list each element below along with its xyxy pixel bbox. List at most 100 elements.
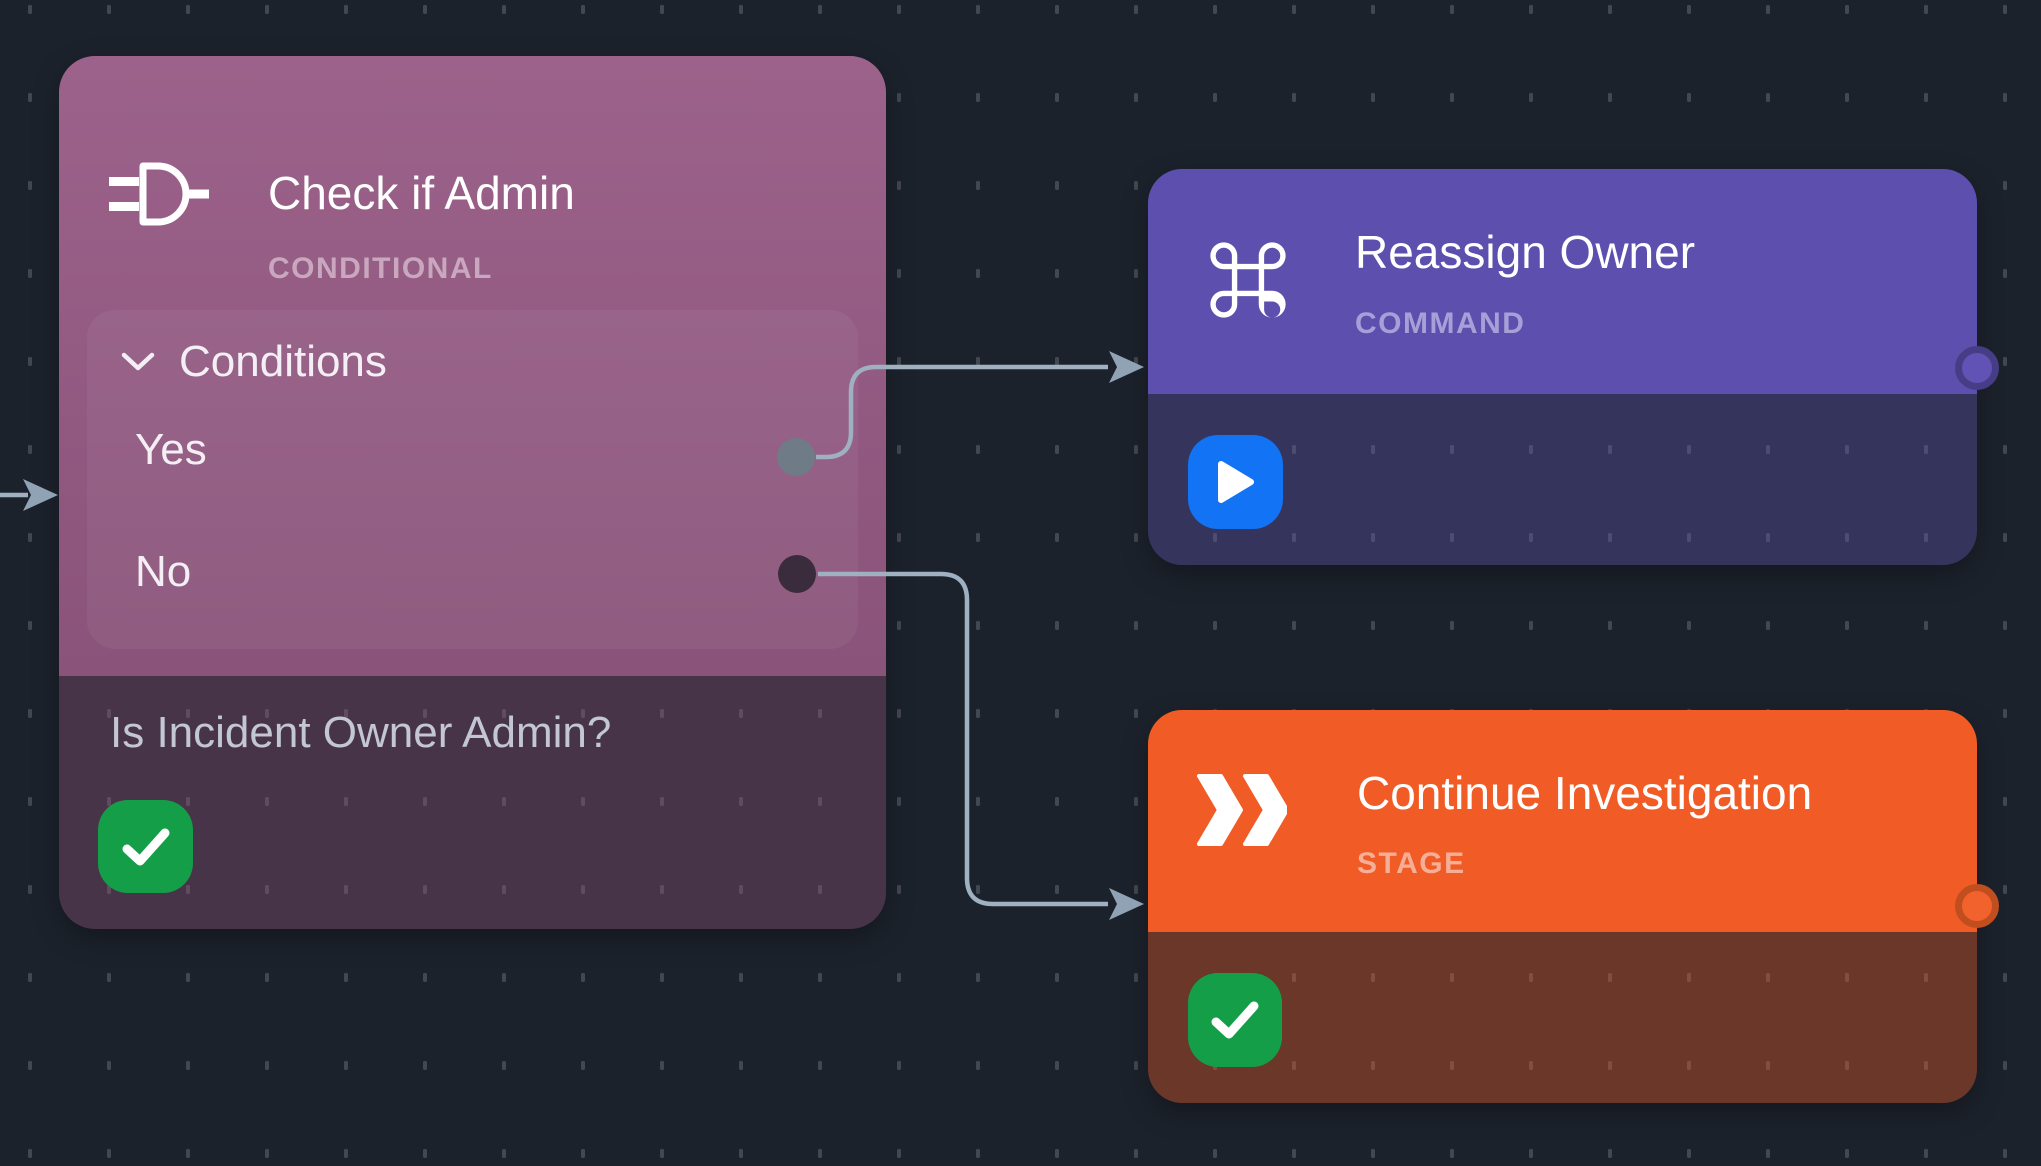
grid-dot	[1687, 445, 1691, 454]
grid-dot	[107, 1061, 111, 1070]
node-command[interactable]: Reassign Owner COMMAND	[1148, 169, 1977, 565]
grid-dot	[1055, 445, 1059, 454]
condition-option-yes[interactable]: Yes	[135, 425, 207, 474]
grid-dot	[2003, 709, 2007, 718]
node-title: Check if Admin	[268, 167, 575, 219]
grid-dot	[1292, 1061, 1296, 1070]
condition-option-no[interactable]: No	[135, 547, 192, 596]
node-description: Is Incident Owner Admin?	[110, 708, 612, 757]
grid-dot	[1450, 5, 1454, 14]
grid-dot	[976, 5, 980, 14]
grid-dot	[1213, 93, 1217, 102]
edge-no-arrowhead-icon	[1109, 888, 1144, 920]
grid-dot	[2003, 1061, 2007, 1070]
grid-dot	[1055, 885, 1059, 894]
command-header	[1148, 169, 1977, 394]
grid-dot	[897, 533, 901, 542]
grid-dot	[28, 357, 32, 366]
output-port-yes[interactable]	[777, 438, 815, 476]
grid-dot	[107, 1149, 111, 1158]
grid-dot	[502, 5, 506, 14]
grid-dot	[1213, 533, 1217, 542]
status-success-button[interactable]	[1188, 973, 1282, 1067]
status-success-button[interactable]	[98, 800, 193, 893]
conditional-footer	[59, 676, 886, 929]
grid-dot	[739, 973, 743, 982]
grid-dot	[28, 5, 32, 14]
grid-dot	[660, 885, 664, 894]
grid-dot	[2003, 1149, 2007, 1158]
grid-dot	[660, 973, 664, 982]
grid-dot	[1055, 621, 1059, 630]
grid-dot	[1371, 445, 1375, 454]
edge-yes-arrowhead-icon	[1109, 351, 1144, 383]
grid-dot	[739, 1149, 743, 1158]
grid-dot	[265, 797, 269, 806]
grid-dot	[1134, 445, 1138, 454]
node-conditional[interactable]: Check if Admin CONDITIONAL Conditions Ye…	[59, 56, 886, 929]
grid-dot	[1450, 1061, 1454, 1070]
grid-dot	[28, 797, 32, 806]
grid-dot	[1687, 533, 1691, 542]
grid-dot	[2003, 357, 2007, 366]
grid-dot	[739, 797, 743, 806]
grid-dot	[1529, 1149, 1533, 1158]
grid-dot	[897, 1061, 901, 1070]
grid-dot	[1213, 5, 1217, 14]
grid-dot	[818, 1061, 822, 1070]
grid-dot	[1766, 533, 1770, 542]
grid-dot	[1845, 533, 1849, 542]
grid-dot	[1687, 621, 1691, 630]
grid-dot	[1529, 1061, 1533, 1070]
grid-dot	[818, 973, 822, 982]
grid-dot	[1134, 93, 1138, 102]
grid-dot	[28, 181, 32, 190]
grid-dot	[186, 885, 190, 894]
stage-output-port[interactable]	[1955, 884, 1999, 928]
grid-dot	[976, 181, 980, 190]
grid-dot	[1055, 533, 1059, 542]
grid-dot	[1608, 973, 1612, 982]
grid-dot	[186, 797, 190, 806]
node-stage[interactable]: Continue Investigation STAGE	[1148, 710, 1977, 1103]
grid-dot	[265, 1061, 269, 1070]
grid-dot	[1134, 885, 1138, 894]
stage-body	[1148, 932, 1977, 1103]
grid-dot	[107, 5, 111, 14]
grid-dot	[1292, 1149, 1296, 1158]
grid-dot	[28, 269, 32, 278]
grid-dot	[1766, 1061, 1770, 1070]
grid-dot	[502, 1149, 506, 1158]
grid-dot	[423, 973, 427, 982]
command-icon	[1210, 242, 1286, 318]
grid-dot	[1845, 93, 1849, 102]
grid-dot	[344, 797, 348, 806]
conditions-collapse-toggle[interactable]: Conditions	[87, 334, 387, 390]
grid-dot	[344, 885, 348, 894]
grid-dot	[1450, 621, 1454, 630]
grid-dot	[186, 1061, 190, 1070]
node-type-label: COMMAND	[1355, 307, 1526, 340]
grid-dot	[1134, 621, 1138, 630]
grid-dot	[1371, 621, 1375, 630]
grid-dot	[976, 269, 980, 278]
grid-dot	[28, 93, 32, 102]
grid-dot	[581, 1061, 585, 1070]
command-output-port[interactable]	[1955, 346, 1999, 390]
grid-dot	[1845, 445, 1849, 454]
grid-dot	[1055, 1149, 1059, 1158]
grid-dot	[1529, 5, 1533, 14]
grid-dot	[423, 1149, 427, 1158]
double-chevron-icon	[1197, 774, 1287, 846]
grid-dot	[1134, 1149, 1138, 1158]
grid-dot	[1371, 973, 1375, 982]
grid-dot	[1450, 973, 1454, 982]
output-port-no[interactable]	[778, 555, 816, 593]
run-button[interactable]	[1188, 435, 1283, 529]
grid-dot	[897, 621, 901, 630]
grid-dot	[1766, 445, 1770, 454]
grid-dot	[1292, 973, 1296, 982]
grid-dot	[897, 885, 901, 894]
grid-dot	[1450, 445, 1454, 454]
